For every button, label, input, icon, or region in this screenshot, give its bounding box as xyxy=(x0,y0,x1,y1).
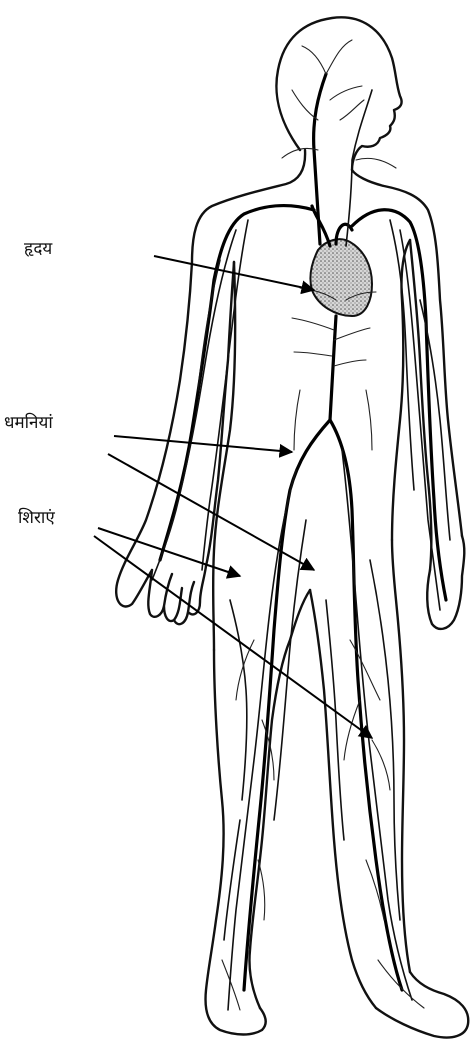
left-subclavian-artery xyxy=(160,206,314,560)
arteries-pointer-line-2 xyxy=(108,454,314,570)
aorta xyxy=(330,316,336,420)
left-hand-outline xyxy=(148,566,206,624)
right-leg-inner-outline xyxy=(310,590,376,1008)
right-arm-veins xyxy=(390,220,450,610)
right-leg-outer-outline xyxy=(392,540,410,972)
veins-label: शिराएं xyxy=(18,505,55,528)
veins xyxy=(152,40,450,1010)
right-leg-veins xyxy=(326,450,412,1000)
head-vein-branches xyxy=(292,40,364,120)
right-foot-outline xyxy=(376,972,468,1038)
arteries-pointer-line-1 xyxy=(114,436,292,452)
left-leg-inner-outline xyxy=(249,590,310,1008)
jugular-vein xyxy=(346,90,372,246)
heart-shape xyxy=(310,239,372,316)
carotid-artery xyxy=(314,74,326,244)
heart-label: हृदय xyxy=(24,236,52,259)
arteries-label: धमनियां xyxy=(4,410,53,433)
